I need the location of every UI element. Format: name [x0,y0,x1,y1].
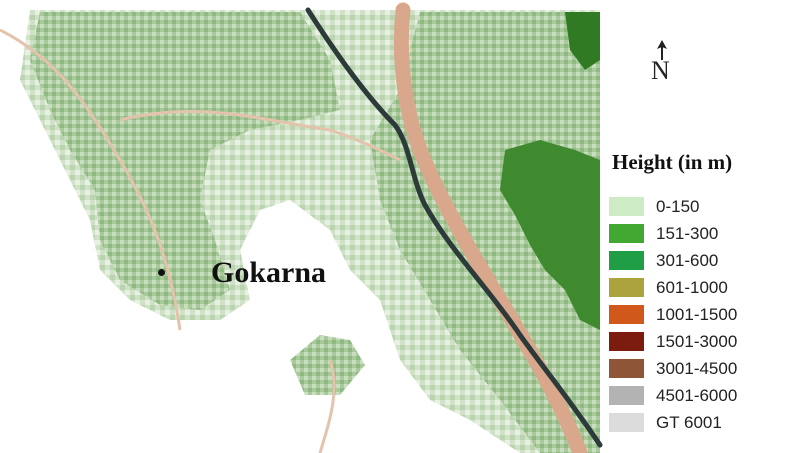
legend-swatch [609,332,644,351]
legend-swatch [609,413,644,432]
legend-label: 601-1000 [656,277,728,297]
legend-label: 1501-3000 [656,331,738,351]
legend-swatch [609,197,644,216]
legend-item: 151-300 [603,220,793,247]
legend-list: 0-150 151-300 301-600 601-1000 1001-1500… [603,193,793,436]
local-road [318,359,336,453]
legend-label: 0-150 [656,196,700,216]
place-label: Gokarna [211,256,327,289]
place-marker-icon [158,269,165,276]
terrain-dense-area-east [370,12,600,453]
legend-item: 1501-3000 [603,328,793,355]
legend-title: Height (in m) [612,150,733,174]
legend-label: 4501-6000 [656,385,738,405]
terrain-forest-ridge [500,140,600,330]
legend-item: 301-600 [603,247,793,274]
terrain-layer [20,10,600,453]
legend-item: 4501-6000 [603,382,793,409]
local-road [119,109,401,162]
legend-item: 3001-4500 [603,355,793,382]
terrain-island [290,335,365,395]
legend-label: GT 6001 [656,412,722,432]
legend-swatch [609,359,644,378]
height-legend: Height (in m) 0-150 151-300 301-600 601-… [603,150,793,436]
road-network [0,28,401,453]
local-road [0,28,182,331]
legend-swatch [609,278,644,297]
legend-item: 1001-1500 [603,301,793,328]
railway-line [305,7,603,448]
highway-road [393,2,588,453]
legend-swatch [609,305,644,324]
north-indicator: N [648,40,674,106]
legend-label: 151-300 [656,223,719,243]
north-arrow-icon [657,40,667,60]
legend-label: 1001-1500 [656,304,738,324]
north-label: N [651,56,670,85]
legend-swatch [609,386,644,405]
legend-swatch [609,251,644,270]
legend-swatch [609,224,644,243]
legend-label: 301-600 [656,250,719,270]
legend-item: GT 6001 [603,409,793,436]
terrain-dense-area-west [30,12,340,310]
legend-item: 0-150 [603,193,793,220]
legend-label: 3001-4500 [656,358,738,378]
legend-item: 601-1000 [603,274,793,301]
terrain-forest-peak [565,12,600,70]
